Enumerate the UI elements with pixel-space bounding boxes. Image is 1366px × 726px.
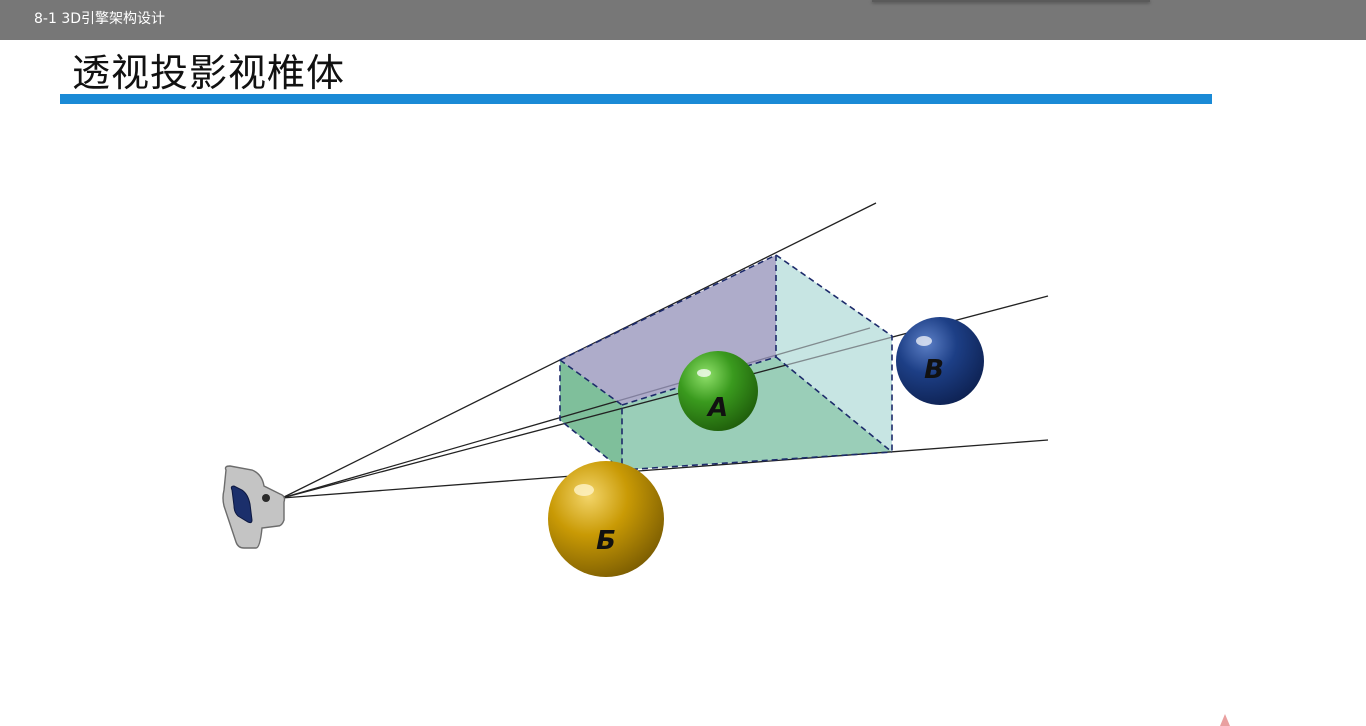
titlebar-tab-edge <box>872 0 1150 2</box>
frustum-left-face <box>560 360 622 470</box>
sphere-b-cyrillic-label: Б <box>596 526 616 556</box>
corner-logo-icon <box>1220 714 1230 726</box>
camera-icon <box>222 465 286 549</box>
sphere-v-label: B <box>924 355 944 385</box>
sphere-a: A <box>678 351 758 431</box>
top-left-edge <box>559 254 777 361</box>
window-titlebar: 8-1 3D引擎架构设计 <box>0 0 1366 40</box>
title-underline <box>60 94 1212 104</box>
slide-title: 透视投影视椎体 <box>72 51 346 95</box>
sphere-v: B <box>896 317 984 405</box>
sphere-a-label: A <box>706 393 728 423</box>
window-title: 8-1 3D引擎架构设计 <box>34 11 166 27</box>
ray-bottom <box>281 439 1049 499</box>
bottom-edge <box>621 451 893 471</box>
far-inner-diagonal <box>775 356 893 453</box>
frustum-right-face <box>776 255 892 452</box>
far-plane-edge <box>775 254 893 452</box>
sphere-b-cyrillic: Б <box>548 461 664 577</box>
